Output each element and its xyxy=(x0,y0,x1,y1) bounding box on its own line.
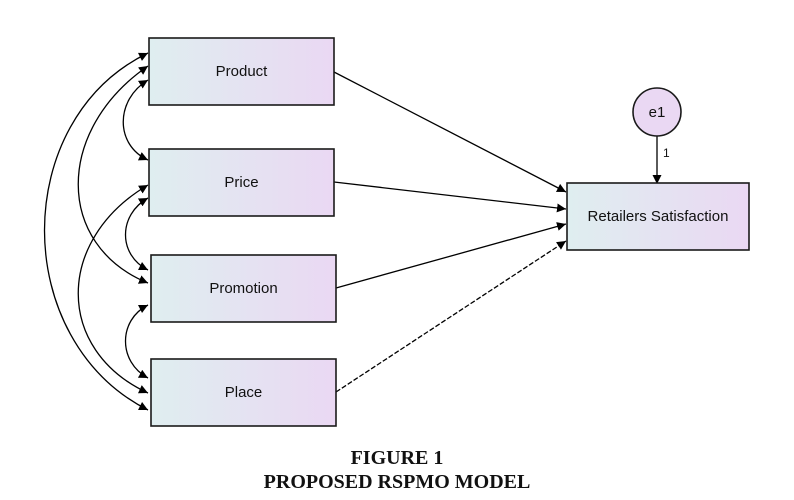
path-place-satisfaction xyxy=(335,240,567,393)
figure-number: FIGURE 1 xyxy=(350,447,444,469)
error-path-label: 1 xyxy=(663,146,670,160)
cov-price-promotion xyxy=(125,197,149,271)
node-retailers-satisfaction-label: Retailers Satisfaction xyxy=(588,208,729,225)
node-product-label: Product xyxy=(216,63,269,80)
cov-price-place xyxy=(77,184,149,394)
cov-product-price xyxy=(122,79,149,161)
path-promotion-satisfaction xyxy=(335,222,567,289)
node-e1-label: e1 xyxy=(649,104,666,121)
node-price-label: Price xyxy=(224,174,258,191)
sem-path-diagram: 1 Product Price Promotion Place Retailer… xyxy=(44,37,750,427)
cov-product-promotion xyxy=(77,65,149,284)
path-product-satisfaction xyxy=(333,71,567,193)
node-promotion: Promotion xyxy=(150,254,337,323)
node-price: Price xyxy=(148,148,335,217)
node-promotion-label: Promotion xyxy=(209,280,277,297)
node-place: Place xyxy=(150,358,337,427)
node-retailers-satisfaction: Retailers Satisfaction xyxy=(566,182,750,251)
node-product: Product xyxy=(148,37,335,106)
path-price-satisfaction xyxy=(333,181,567,213)
figure-title: PROPOSED RSPMO MODEL xyxy=(263,471,531,493)
cov-promotion-place xyxy=(125,304,149,379)
cov-product-place xyxy=(44,52,149,411)
node-place-label: Place xyxy=(225,384,263,401)
node-e1: e1 xyxy=(632,87,682,137)
